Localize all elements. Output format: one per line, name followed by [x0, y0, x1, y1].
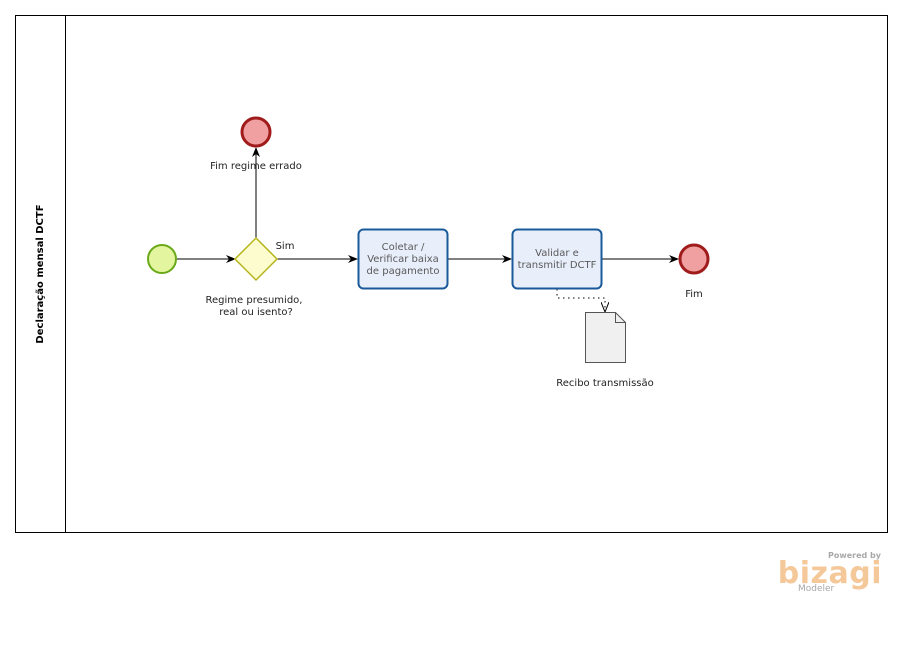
- end-event[interactable]: Fim: [678, 243, 710, 300]
- document-fold-icon: [615, 312, 626, 323]
- task-coletar[interactable]: Coletar / Verificar baixa de pagamento: [357, 228, 449, 290]
- data-object-recibo[interactable]: Recibo transmissão: [556, 312, 654, 390]
- exclusive-gateway[interactable]: Regime presumido, real ou isento? Sim: [206, 236, 303, 318]
- gateway-yes-label: Sim: [276, 241, 295, 252]
- pool: Declaração mensal DCTF: [15, 15, 888, 533]
- watermark-powered-by: Powered by: [828, 551, 882, 560]
- end-event-wrong-circle[interactable]: [240, 116, 272, 148]
- task-validar-box[interactable]: [511, 228, 603, 290]
- document-icon[interactable]: [585, 312, 626, 363]
- task-validar[interactable]: Validar e transmitir DCTF: [511, 228, 603, 290]
- bizagi-watermark: Powered by bizagi Modeler: [778, 551, 882, 594]
- gateway-diamond[interactable]: [233, 236, 279, 282]
- pool-frame: [15, 15, 888, 533]
- task-validar-line1: Validar e: [535, 248, 579, 259]
- task-coletar-line3: de pagamento: [367, 266, 440, 277]
- task-validar-line2: transmitir DCTF: [518, 260, 597, 271]
- watermark-product: Modeler: [798, 584, 835, 594]
- task-coletar-line1: Coletar /: [382, 242, 425, 253]
- sequence-flows: [177, 147, 679, 311]
- end-event-label: Fim: [685, 289, 703, 300]
- start-event-circle[interactable]: [147, 244, 177, 274]
- task-coletar-box[interactable]: [357, 228, 449, 290]
- data-object-label: Recibo transmissão: [556, 378, 653, 389]
- end-event-wrong-label: Fim regime errado: [210, 161, 302, 172]
- task-coletar-line2: Verificar baixa: [367, 254, 439, 265]
- gateway-label-line1: Regime presumido,: [206, 295, 303, 306]
- end-event-wrong-regime[interactable]: Fim regime errado: [210, 116, 302, 172]
- start-event[interactable]: [147, 244, 177, 274]
- pool-label: Declaração mensal DCTF: [35, 204, 46, 343]
- end-event-circle[interactable]: [678, 243, 710, 275]
- gateway-label-line2: real ou isento?: [219, 307, 293, 318]
- watermark-brand-logo: bizagi: [778, 556, 882, 591]
